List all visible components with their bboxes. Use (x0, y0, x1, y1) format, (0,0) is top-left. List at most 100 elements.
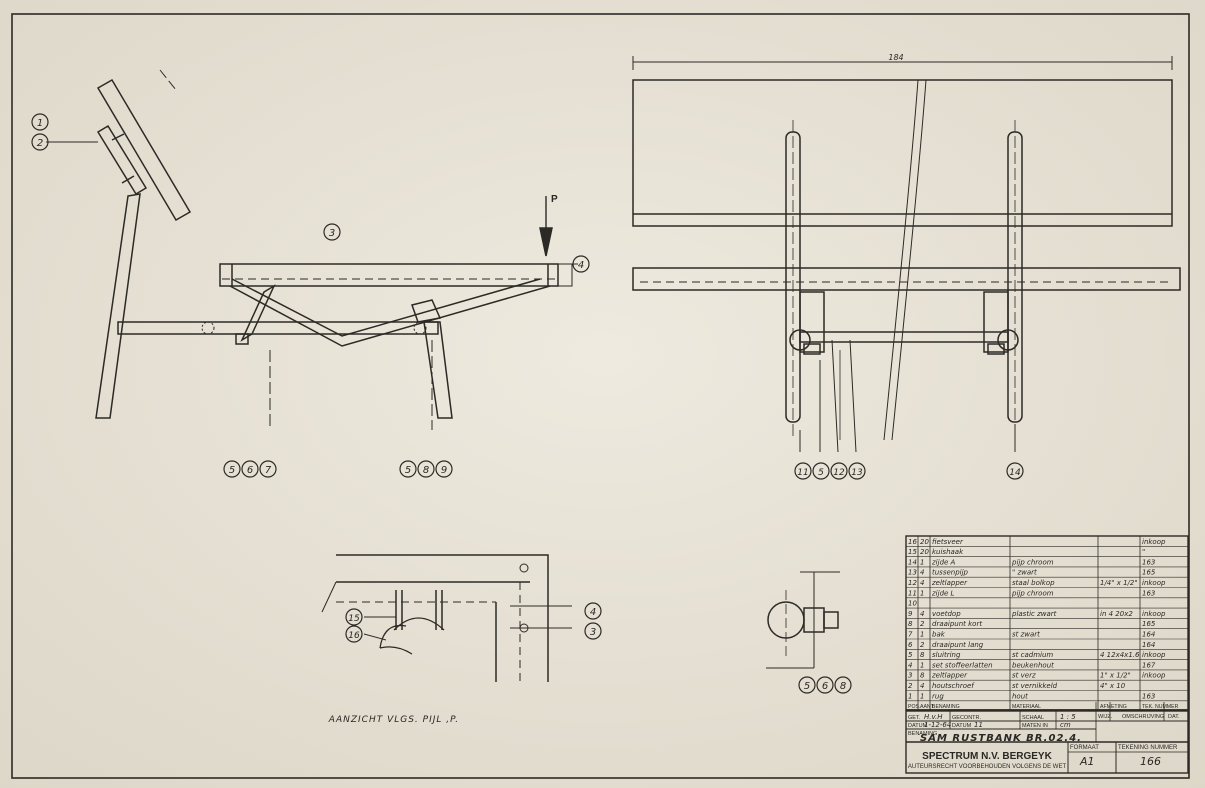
parts-cell-benaming: sluitring (932, 651, 961, 659)
title-block: GET. H.v.H GECONTR. DATUM 1-12-64 DATUM … (905, 702, 1189, 774)
tek-value: 166 (1140, 755, 1161, 768)
callout-detail-15: 15 (348, 614, 360, 624)
benaming-label: BENAMING (908, 731, 937, 737)
parts-cell-pos: 10 (908, 600, 917, 608)
wijz-label: WIJZ. (1098, 714, 1113, 720)
parts-cell-afm: 1/4" x 1/2" (1100, 579, 1138, 587)
detail-a-callouts: 15 16 4 3 (345, 602, 602, 643)
parts-cell-afm: 4 12x4x1.6 (1100, 651, 1140, 659)
parts-cell-benaming: bak (932, 631, 946, 639)
parts-cell-pos: 7 (908, 631, 913, 639)
parts-cell-benaming: rug (932, 692, 944, 700)
parts-cell-mat: " zwart (1012, 569, 1037, 577)
parts-cell-afm: in 4 20x2 (1100, 610, 1133, 618)
parts-cell-mat: st verz (1012, 672, 1036, 680)
parts-cell-benaming: kuishaak (932, 548, 964, 556)
backrest-bracket (96, 124, 148, 196)
gecontr-label: GECONTR. (952, 715, 982, 721)
parts-header-pos: POS. (908, 704, 920, 710)
parts-header-benaming: BENAMING (932, 704, 960, 710)
dat-label: DAT. (1168, 714, 1180, 720)
company-name: SPECTRUM N.V. BERGEYK (922, 751, 1052, 762)
sheet-border (11, 13, 1190, 779)
parts-cell-pos: 11 (908, 589, 917, 597)
parts-cell-benaming: draaipunt lang (932, 641, 984, 649)
parts-cell-pos: 2 (908, 682, 913, 690)
tek-label: TEKENING NUMMER (1118, 745, 1178, 751)
parts-cell-pos: 16 (908, 538, 917, 546)
callout-detail-b-3: 8 (840, 681, 846, 692)
parts-cell-pos: 1 (908, 692, 912, 700)
dimension-top: 184 (888, 53, 903, 62)
parts-cell-tek: 165 (1142, 620, 1156, 628)
parts-header-aant: AANT. (920, 704, 935, 710)
callout-detail-3: 3 (590, 627, 596, 638)
callout-3: 3 (329, 228, 335, 239)
formaat-value: A1 (1079, 755, 1095, 768)
callout-side-right-1: 5 (405, 465, 411, 476)
parts-cell-benaming: draaipunt kort (932, 620, 982, 628)
parts-cell-tek: inkoop (1142, 579, 1166, 587)
parts-cell-pos: 9 (908, 610, 913, 618)
pivot-block-right (983, 291, 1009, 353)
parts-cell-benaming: zeltlapper (931, 672, 968, 680)
parts-cell-aant: 8 (920, 672, 925, 680)
parts-cell-aant: 1 (920, 558, 924, 566)
datum-label: DATUM (908, 723, 928, 729)
parts-cell-pos: 15 (908, 548, 917, 556)
detail-pivot (766, 571, 840, 669)
parts-cell-tek: 167 (1142, 661, 1156, 669)
parts-cell-afm: 1" x 1/2" (1100, 672, 1131, 680)
parts-cell-aant: 8 (920, 651, 925, 659)
front-leg-tube (423, 321, 453, 419)
parts-cell-aant: 4 (920, 579, 924, 587)
horizontal-frame-tube (117, 321, 439, 335)
backrest-front (632, 79, 1173, 227)
tray-bak (229, 285, 551, 347)
parts-cell-aant: 2 (920, 641, 925, 649)
callout-front-4: 13 (851, 468, 863, 478)
maten-label: MATEN IN (1022, 723, 1048, 729)
side-callouts: 1 2 3 4 5 6 7 5 8 9 (31, 113, 590, 478)
parts-header-tek: TEK. NUMMER (1142, 704, 1179, 710)
callout-detail-b-1: 5 (804, 681, 810, 692)
parts-cell-benaming: zijde A (931, 558, 956, 566)
parts-header-afm: AFMETING (1100, 704, 1127, 710)
parts-cell-afm: 4" x 10 (1100, 682, 1126, 690)
formaat-label: FORMAAT (1070, 745, 1099, 751)
parts-cell-mat: hout (1012, 692, 1028, 700)
parts-cell-benaming: fietsveer (932, 538, 964, 546)
benaming-value: SAM RUSTBANK BR.02.4. (920, 733, 1082, 744)
pivot-short (411, 299, 442, 323)
front-view (632, 56, 1181, 453)
parts-cell-tek: inkoop (1142, 610, 1166, 618)
copyright-note: AUTEURSRECHT VOORBEHOUDEN VOLGENS DE WET (908, 764, 1067, 770)
parts-cell-tek: 165 (1142, 569, 1156, 577)
callout-side-right-3: 9 (441, 465, 447, 476)
parts-table-frame (905, 535, 1189, 711)
callout-detail-16: 16 (348, 631, 360, 641)
callout-front-right: 14 (1009, 468, 1021, 478)
pivot-long (240, 284, 276, 342)
detail-b-callouts: 5 6 8 (798, 676, 852, 694)
callout-front-3: 12 (833, 468, 845, 478)
callout-detail-4: 4 (590, 607, 596, 618)
parts-cell-mat: beukenhout (1012, 661, 1054, 669)
omschrijving-label: OMSCHRIJVING (1122, 714, 1164, 720)
parts-cell-pos: 14 (908, 558, 917, 566)
parts-cell-pos: 6 (908, 641, 913, 649)
parts-cell-tek: 164 (1142, 631, 1155, 639)
parts-cell-aant: 1 (920, 589, 924, 597)
parts-cell-aant: 20 (920, 538, 929, 546)
parts-cell-tek: 163 (1142, 692, 1155, 700)
detail-view-p (321, 554, 572, 682)
rear-frame-tube (95, 193, 141, 419)
view-caption: AANZICHT VLGS. PIJL ,P. (328, 715, 459, 725)
backrest-board (96, 78, 192, 222)
callout-1: 1 (37, 118, 43, 129)
callout-front-1: 11 (797, 468, 808, 478)
callout-4: 4 (578, 260, 584, 271)
parts-cell-mat: st cadmium (1012, 651, 1053, 659)
